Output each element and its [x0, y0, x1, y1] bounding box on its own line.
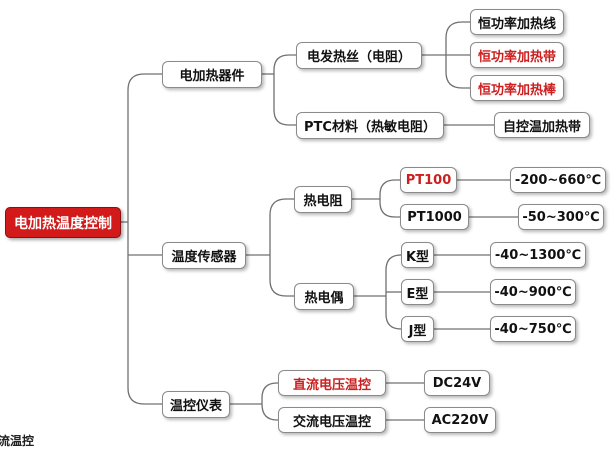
node-heater-devices: 电加热器件 [162, 61, 262, 88]
leaf-j-type: J型 [401, 316, 434, 342]
node-rtd: 热电阻 [294, 186, 352, 213]
leaf-k-type: K型 [401, 242, 434, 268]
range-pt100: -200~660℃ [510, 167, 606, 193]
connector [273, 54, 296, 71]
bottom-caption: 流温控 [0, 434, 35, 448]
range-k-type: -40~1300℃ [490, 242, 586, 268]
connector [445, 21, 470, 39]
connector [269, 198, 294, 216]
connector [379, 201, 400, 218]
node-temp-controller: 温控仪表 [162, 391, 230, 418]
connector [261, 403, 278, 421]
leaf-e-type: E型 [401, 279, 434, 305]
connector [445, 71, 470, 89]
leaf-pt1000: PT1000 [400, 204, 469, 230]
connector [269, 279, 294, 297]
leaf-constant-power-wire: 恒功率加热线 [470, 9, 564, 35]
node-ac-controller: 交流电压温控 [278, 407, 386, 433]
connector [385, 313, 402, 330]
node-heating-wire: 电发热丝（电阻） [296, 42, 422, 69]
connector [385, 254, 402, 271]
leaf-pt100: PT100 [400, 167, 457, 193]
value-ac220v: AC220V [424, 407, 496, 433]
range-j-type: -40~750℃ [490, 316, 576, 342]
value-dc24v: DC24V [424, 370, 490, 396]
connector [379, 179, 400, 196]
node-temp-sensor: 温度传感器 [162, 242, 246, 269]
connector [273, 109, 296, 126]
connector [127, 387, 162, 405]
root-node: 电加热温度控制 [5, 207, 121, 238]
node-dc-controller: 直流电压温控 [278, 370, 386, 396]
connector [261, 382, 278, 399]
leaf-constant-power-rod: 恒功率加热棒 [470, 75, 564, 101]
node-ptc-material: PTC材料（热敏电阻） [296, 112, 444, 139]
range-e-type: -40~900℃ [490, 279, 576, 305]
leaf-constant-power-tape: 恒功率加热带 [470, 42, 564, 68]
leaf-self-regulating-tape: 自控温加热带 [494, 112, 590, 138]
connector [127, 73, 162, 91]
node-thermocouple: 热电偶 [294, 283, 354, 310]
range-pt1000: -50~300℃ [518, 204, 604, 230]
